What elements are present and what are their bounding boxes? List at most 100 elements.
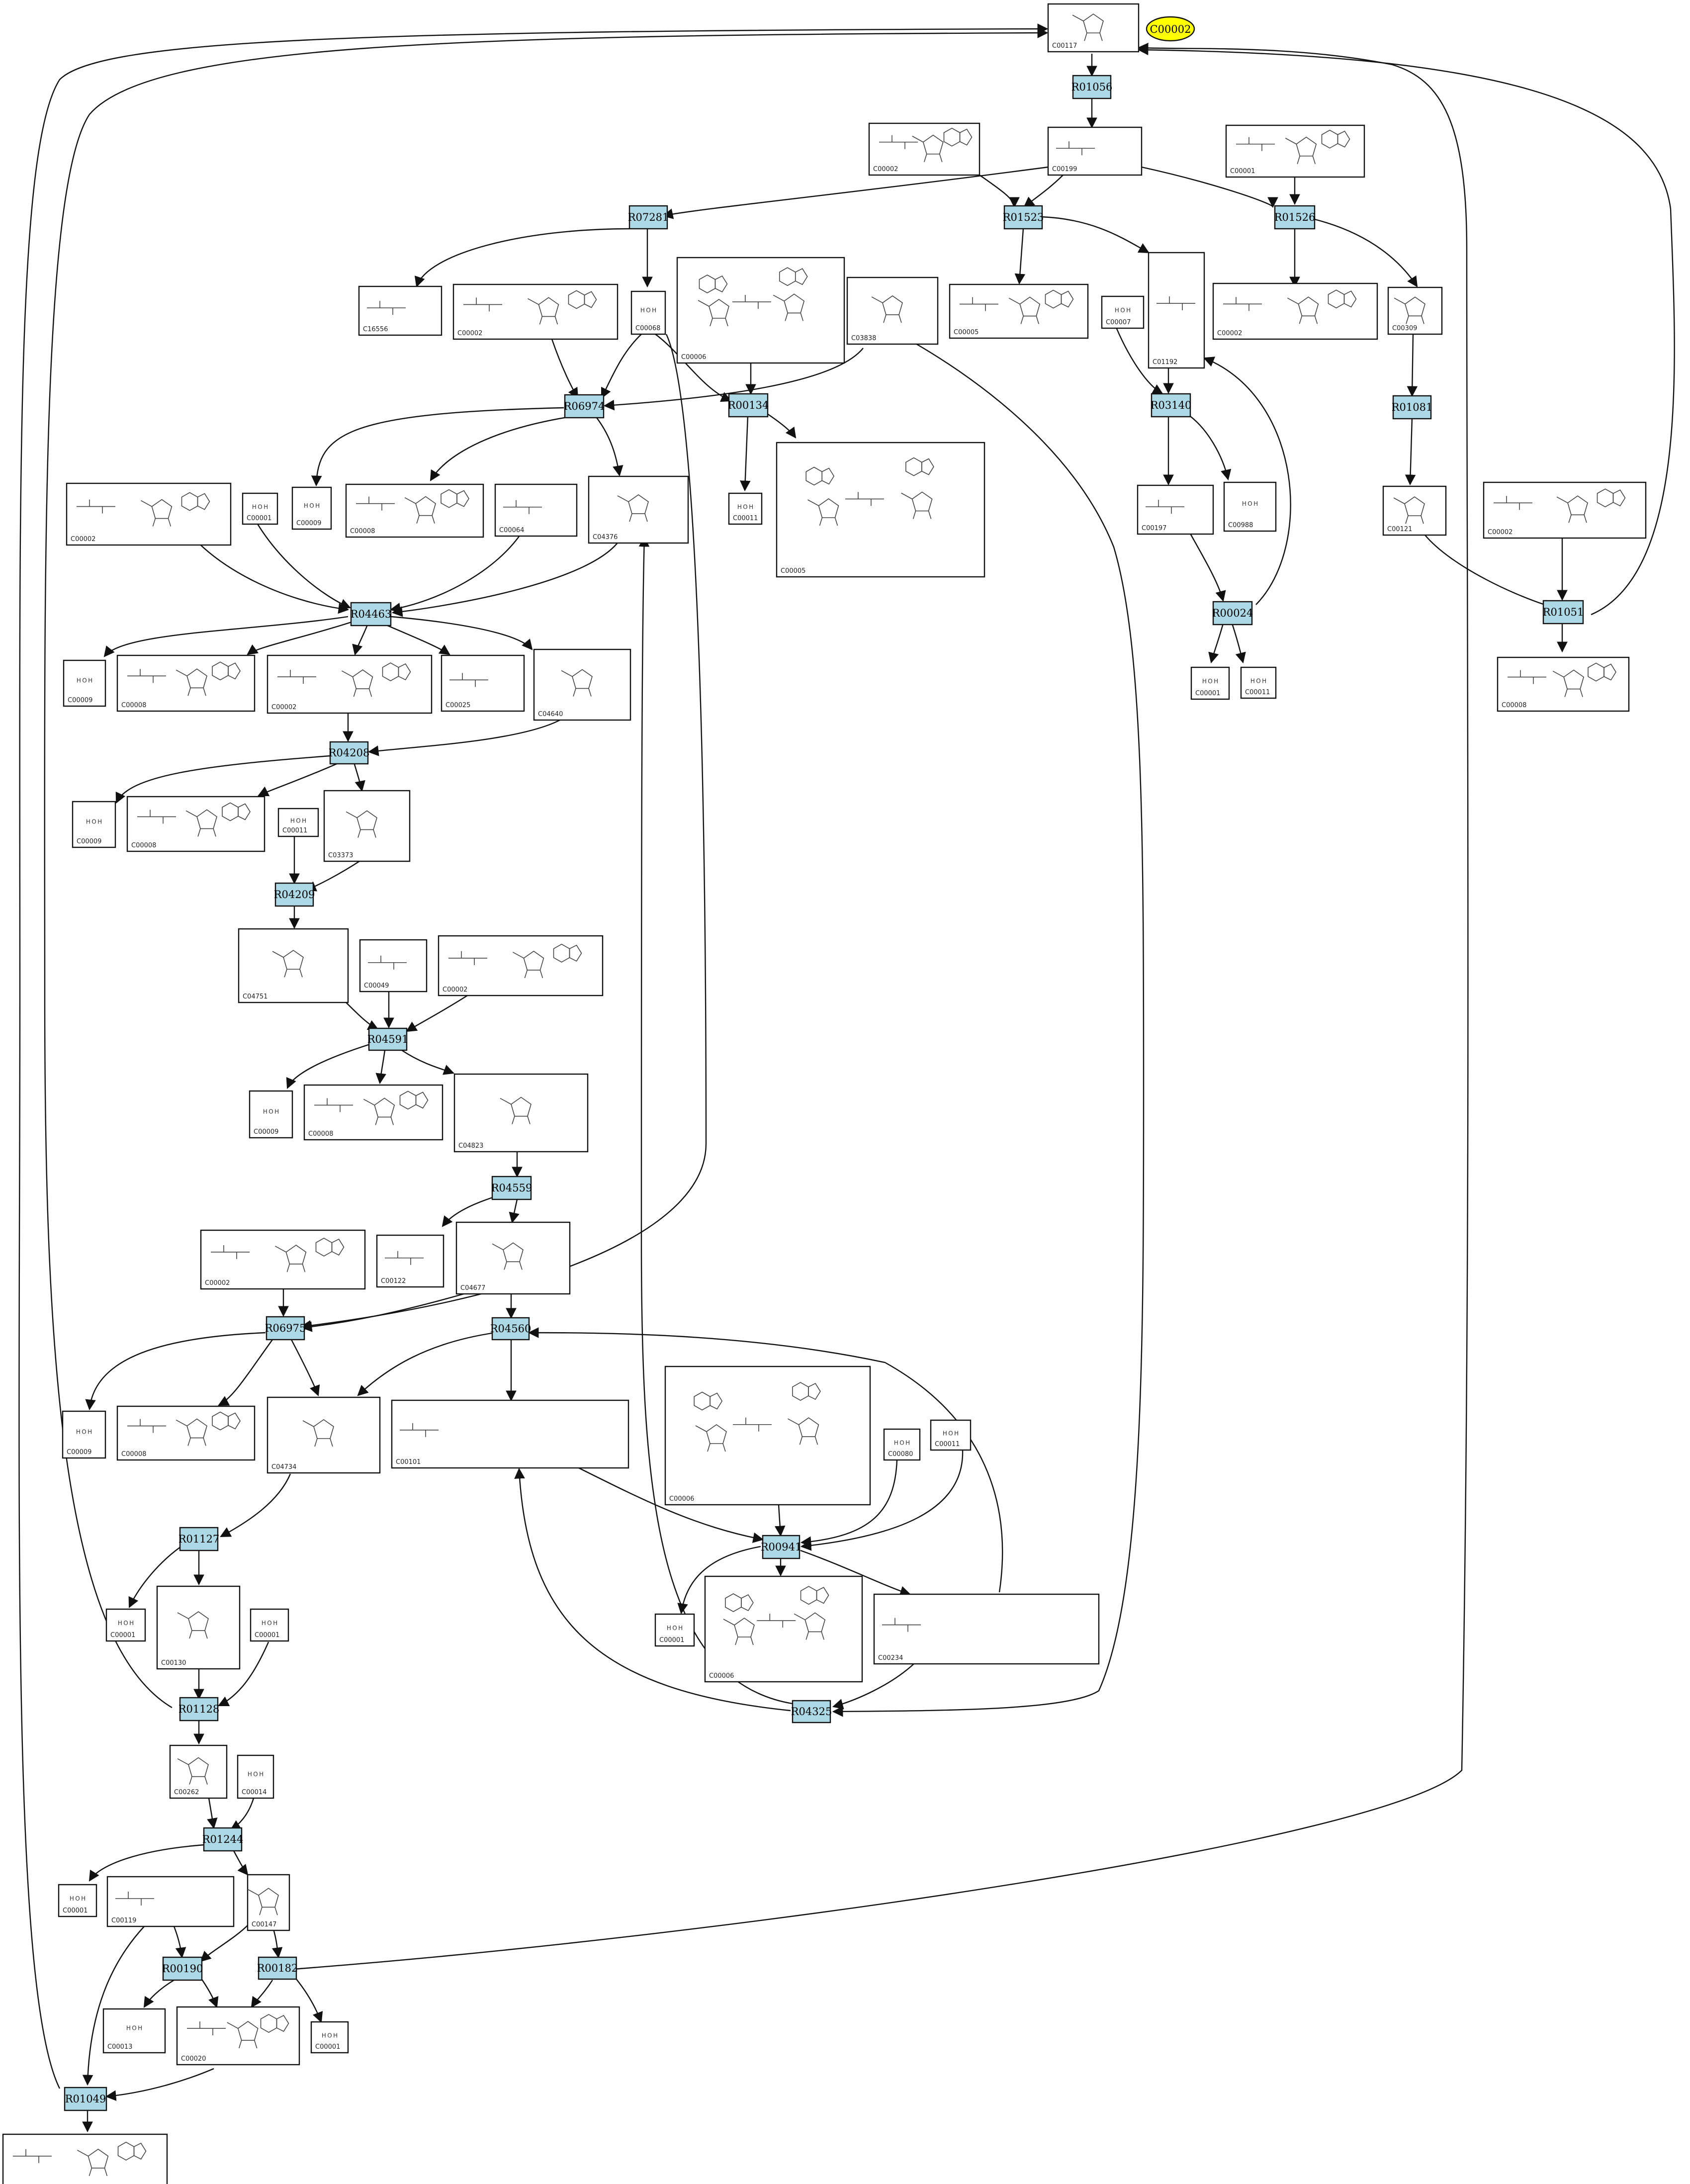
compound-node[interactable]: C04751 [238,928,349,1003]
compound-label: C00025 [445,702,470,709]
reaction-node[interactable]: R00190 [162,1956,203,1981]
compound-node[interactable]: C00006 [664,1365,871,1506]
compound-node[interactable]: C04734 [267,1396,381,1474]
compound-node[interactable]: C00025 [441,654,525,712]
reaction-node[interactable]: R04560 [490,1317,532,1341]
reaction-node[interactable]: R01526 [1274,205,1316,230]
compound-node[interactable]: C04677 [455,1221,571,1295]
compound-node[interactable]: C00002 [1212,282,1378,340]
compound-node[interactable]: C00008 [345,483,484,538]
compound-label: C00008 [350,528,375,535]
reaction-node[interactable]: R01056 [1071,75,1113,99]
compound-node[interactable]: C00006 [704,1575,863,1683]
compound-node[interactable]: C00121 [1382,485,1447,536]
compound-node[interactable]: C00130 [156,1585,241,1670]
compound-node[interactable]: C00002 [66,482,232,546]
compound-node[interactable]: C00119 [106,1876,235,1927]
compound-node[interactable]: C04376 [588,475,689,544]
compound-node[interactable]: C00002 [452,283,619,340]
compound-node[interactable]: C00008 [116,654,256,712]
reaction-node[interactable]: R06974 [564,394,605,419]
reaction-node[interactable]: R01128 [178,1697,220,1722]
svg-text:H O H: H O H [76,1428,92,1435]
compound-node[interactable]: C00002 [200,1229,366,1290]
compound-node[interactable]: C00199 [1047,126,1143,176]
reaction-node[interactable]: R00134 [728,393,769,418]
compound-node[interactable]: C00309 [1387,286,1443,335]
compound-node[interactable]: C00020 [176,2006,300,2066]
compound-node[interactable]: C00002 [438,935,604,997]
compound-box [1212,282,1378,340]
reaction-node[interactable]: R01244 [202,1827,244,1852]
compound-node[interactable]: C00008 [303,1084,444,1141]
compound-node[interactable]: C00008 [116,1405,256,1461]
reaction-node[interactable]: R01081 [1392,395,1433,420]
reaction-node[interactable]: R06975 [265,1316,306,1341]
compound-node[interactable]: C16556 [358,285,443,336]
compound-node[interactable]: C03838 [846,276,939,345]
compound-node[interactable]: C00064 [494,483,578,537]
compound-node[interactable]: C00147 [247,1874,290,1931]
compound-node[interactable]: C00117 [1047,3,1140,53]
reaction-node[interactable]: R04208 [329,741,370,765]
compound-node[interactable]: C00005 [776,442,985,578]
reaction-node[interactable]: R04325 [791,1700,832,1724]
compound-node[interactable]: C00049 [359,939,428,993]
reaction-node[interactable]: R01523 [1003,205,1044,230]
reaction-node[interactable]: R00182 [257,1956,298,1980]
compound-node[interactable]: C00002 [868,122,980,176]
compound-node[interactable]: C00002 [267,654,433,714]
compound-node[interactable]: C00262 [169,1744,228,1799]
compound-label: C00008 [131,842,156,849]
reaction-node[interactable]: R04559 [491,1176,533,1200]
compound-node[interactable]: C00006 [676,257,845,364]
compound-node[interactable]: C03373 [323,790,411,862]
compound-node[interactable]: C01192 [1148,252,1205,369]
reaction-node[interactable]: R04209 [274,882,315,907]
compound-node[interactable]: C00234 [873,1593,1100,1665]
compound-node[interactable]: C00001 [1225,124,1365,178]
compound-node[interactable]: C00002 [2,2133,168,2184]
compound-node[interactable]: C00005 [949,283,1089,339]
compound-node[interactable]: C00122 [376,1234,445,1288]
compound-node[interactable]: C04823 [453,1073,589,1153]
reaction-node[interactable]: R07281 [628,205,669,230]
reaction-node[interactable]: R04591 [367,1027,409,1051]
reaction-node[interactable]: R01127 [178,1527,220,1551]
reaction-node[interactable]: R01051 [1543,600,1584,625]
highlight-node[interactable]: C00002 [1146,16,1195,42]
reaction-node[interactable]: R00941 [761,1535,802,1559]
compound-node[interactable]: C00008 [1497,656,1630,712]
compound-node[interactable]: C00008 [126,796,266,852]
reaction-node[interactable]: R01049 [64,2087,107,2111]
compound-node[interactable]: C04640 [533,648,631,721]
compound-node[interactable]: C00002 [1483,481,1647,539]
compound-node[interactable]: C00197 [1137,484,1214,535]
reaction-node[interactable]: R04463 [351,602,392,627]
compound-node[interactable]: C00101 [391,1399,629,1469]
reaction-node[interactable]: R03140 [1151,393,1192,418]
reaction-node[interactable]: R00024 [1212,601,1253,626]
